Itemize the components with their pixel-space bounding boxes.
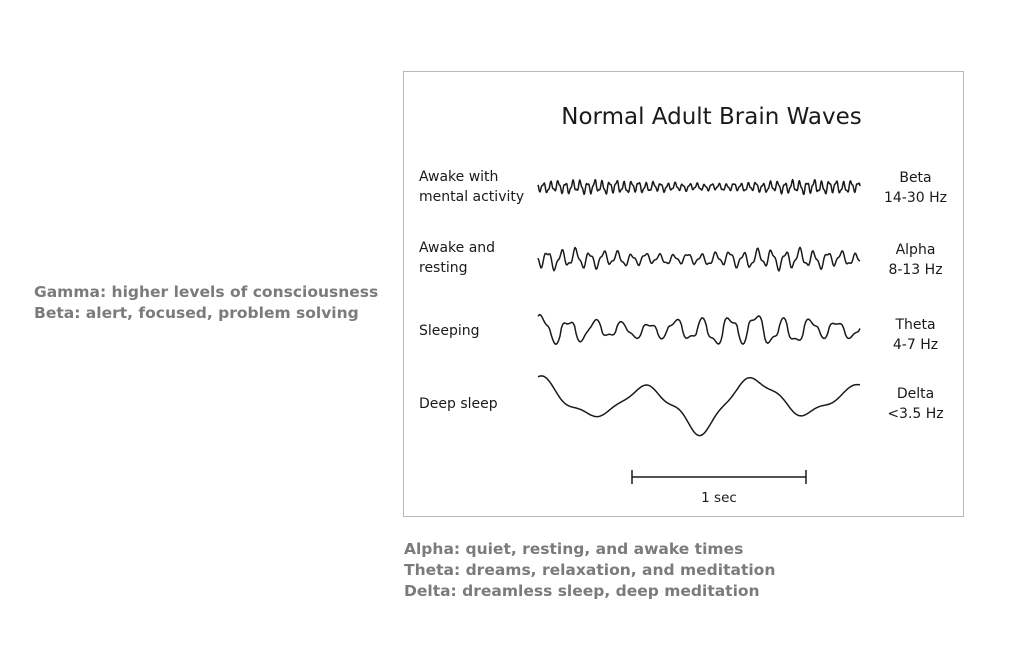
wave-traces [537,178,861,484]
band-name-theta: Theta [895,317,936,333]
alpha-wave-trace [537,246,861,272]
band-label-alpha: Alpha 8-13 Hz [878,240,953,280]
brain-waves-figure: Normal Adult Brain Waves Awake with ment… [403,71,964,517]
state-label-theta: Sleeping [419,323,480,339]
beta-caption: Beta: alert, focused, problem solving [34,304,359,322]
scale-bar [631,470,807,484]
band-range-beta: 14-30 Hz [883,190,947,206]
bottom-caption: Alpha: quiet, resting, and awake times T… [404,539,775,602]
theta-caption: Theta: dreams, relaxation, and meditatio… [404,561,776,579]
state-label-alpha: Awake and resting [419,240,496,276]
delta-caption: Delta: dreamless sleep, deep meditation [404,582,760,600]
band-range-theta: 4-7 Hz [892,337,939,353]
figure-title: Normal Adult Brain Waves [561,104,862,130]
state-label-delta: Deep sleep [419,396,498,412]
band-name-beta: Beta [899,170,932,186]
gamma-caption: Gamma: higher levels of consciousness [34,283,379,301]
band-range-alpha: 8-13 Hz [888,262,943,278]
band-range-delta: <3.5 Hz [887,406,944,422]
state-label-beta: Awake with mental activity [419,169,525,205]
scale-bar-label: 1 sec [701,490,737,506]
band-label-beta: Beta 14-30 Hz [878,168,953,208]
alpha-caption: Alpha: quiet, resting, and awake times [404,540,744,558]
theta-wave-trace [537,313,861,346]
band-label-delta: Delta <3.5 Hz [878,384,953,424]
delta-wave-trace [537,375,861,437]
band-name-delta: Delta [896,386,935,402]
left-caption: Gamma: higher levels of consciousness Be… [34,282,378,324]
beta-wave-trace [537,178,861,196]
band-label-theta: Theta 4-7 Hz [878,315,953,355]
band-name-alpha: Alpha [895,242,936,258]
